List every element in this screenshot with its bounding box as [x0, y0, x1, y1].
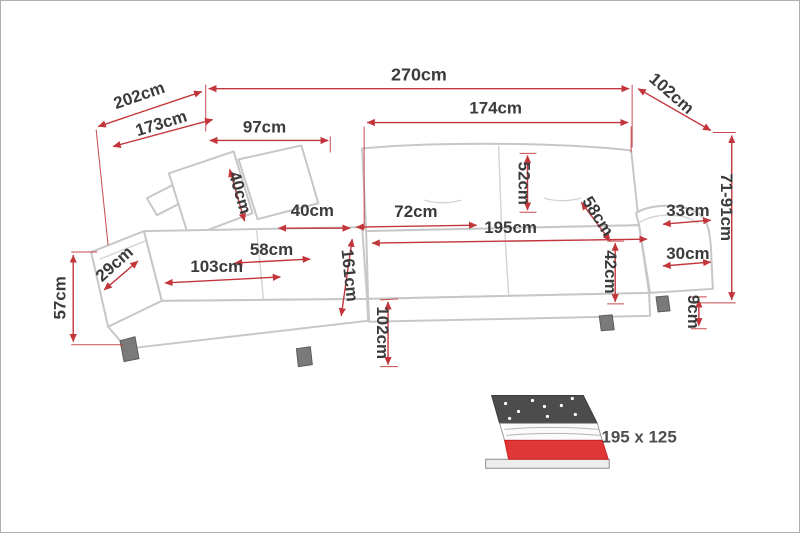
- bed-duvet: [498, 422, 603, 441]
- dim-label-chaise-total-depth: 202cm: [111, 78, 167, 113]
- dim-line-103: [164, 273, 281, 287]
- dim-label-bed-length: 195cm: [484, 218, 537, 237]
- dim-label-seat-mid-width: 72cm: [394, 202, 437, 221]
- dimension-lines: [69, 84, 736, 368]
- dim-line-29: [103, 260, 139, 291]
- dim-line-72: [355, 221, 478, 231]
- dim-label-armrest-top: 33cm: [666, 201, 709, 220]
- armrest-right: [635, 204, 714, 294]
- dim-line-58-left: [234, 255, 311, 267]
- sofa-leg: [655, 295, 671, 313]
- sofa-leg: [119, 336, 140, 363]
- dim-label-armrest-side: 30cm: [666, 244, 709, 263]
- bed-mattress-red: [503, 439, 609, 460]
- dim-label-seat-depth-left: 58cm: [250, 240, 293, 259]
- dim-line-102-right: [637, 88, 712, 132]
- bed-duvet-folds: [504, 426, 601, 436]
- ext-line: [95, 129, 109, 246]
- dim-label-chaise-front-depth: 102cm: [373, 306, 392, 359]
- dim-line-161: [338, 238, 355, 317]
- back-pillow-right: [237, 144, 320, 221]
- sofa-bed-icon: [485, 395, 610, 469]
- dim-label-chaise-height: 57cm: [50, 276, 69, 319]
- bed-star-dots: [504, 396, 577, 421]
- dim-label-chaise-seat-length: 103cm: [190, 257, 243, 276]
- backrest-tuft-lines: [424, 197, 582, 204]
- sofa-leg: [598, 314, 615, 332]
- dim-label-back-left-width: 97cm: [243, 118, 286, 137]
- dim-label-leg-height: 9cm: [684, 295, 703, 329]
- sleeping-area-label: 195 x 125: [601, 427, 676, 446]
- bed-cover-dark: [490, 395, 599, 424]
- dim-line-33: [662, 217, 712, 228]
- dim-label-height-range: 71-91cm: [717, 173, 736, 241]
- dim-label-back-right-width: 174cm: [469, 99, 522, 118]
- dim-line-173: [112, 118, 214, 148]
- dim-line-58-right: [580, 201, 611, 242]
- dim-line-195: [371, 235, 648, 247]
- dim-label-right-side-depth: 102cm: [645, 69, 697, 118]
- dim-label-cushion-width: 40cm: [291, 201, 334, 220]
- armrest-left-seam: [99, 238, 151, 260]
- bed-base: [485, 458, 610, 469]
- ext-line: [380, 298, 399, 301]
- dim-label-overall-width: 270cm: [391, 65, 447, 85]
- backrest-seam: [497, 145, 503, 229]
- dim-line-40-pillow: [228, 168, 246, 222]
- dim-line-30: [662, 259, 712, 269]
- dim-label-seat-height: 42cm: [601, 250, 620, 293]
- sofa-leg: [295, 346, 313, 368]
- chaise-seat: [142, 226, 369, 302]
- dim-label-backrest-height: 52cm: [515, 162, 534, 205]
